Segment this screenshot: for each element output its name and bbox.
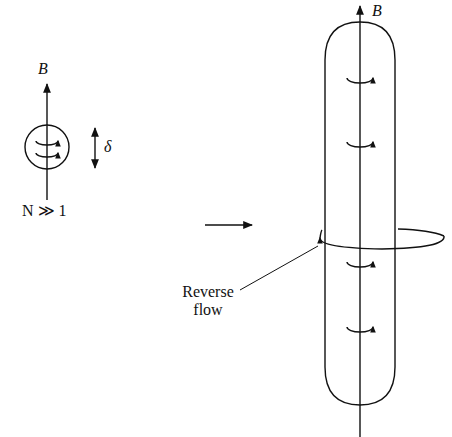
- field-arrow: [359, 6, 360, 437]
- transition-arrow: [205, 224, 252, 225]
- flow-label: Reverse flow: [176, 283, 240, 320]
- swirl: [347, 142, 373, 147]
- field-label: B: [38, 60, 48, 78]
- parameter-label: N ≫ 1: [22, 202, 67, 220]
- swirl: [36, 153, 58, 157]
- swirl: [36, 141, 58, 145]
- sphere: [25, 125, 69, 169]
- taylor-column: [325, 22, 395, 405]
- swirl: [347, 262, 373, 267]
- field-arrow: [46, 84, 47, 200]
- reverse-flow-loop: [320, 230, 322, 238]
- leader-line: [240, 246, 318, 290]
- field-label: B: [372, 2, 382, 20]
- reverse-flow-loop: [320, 236, 444, 249]
- size-arrow: [94, 128, 95, 168]
- swirl: [347, 327, 373, 332]
- size-label: δ: [104, 138, 111, 156]
- reverse-flow-loop: [398, 229, 444, 236]
- swirl: [347, 78, 373, 83]
